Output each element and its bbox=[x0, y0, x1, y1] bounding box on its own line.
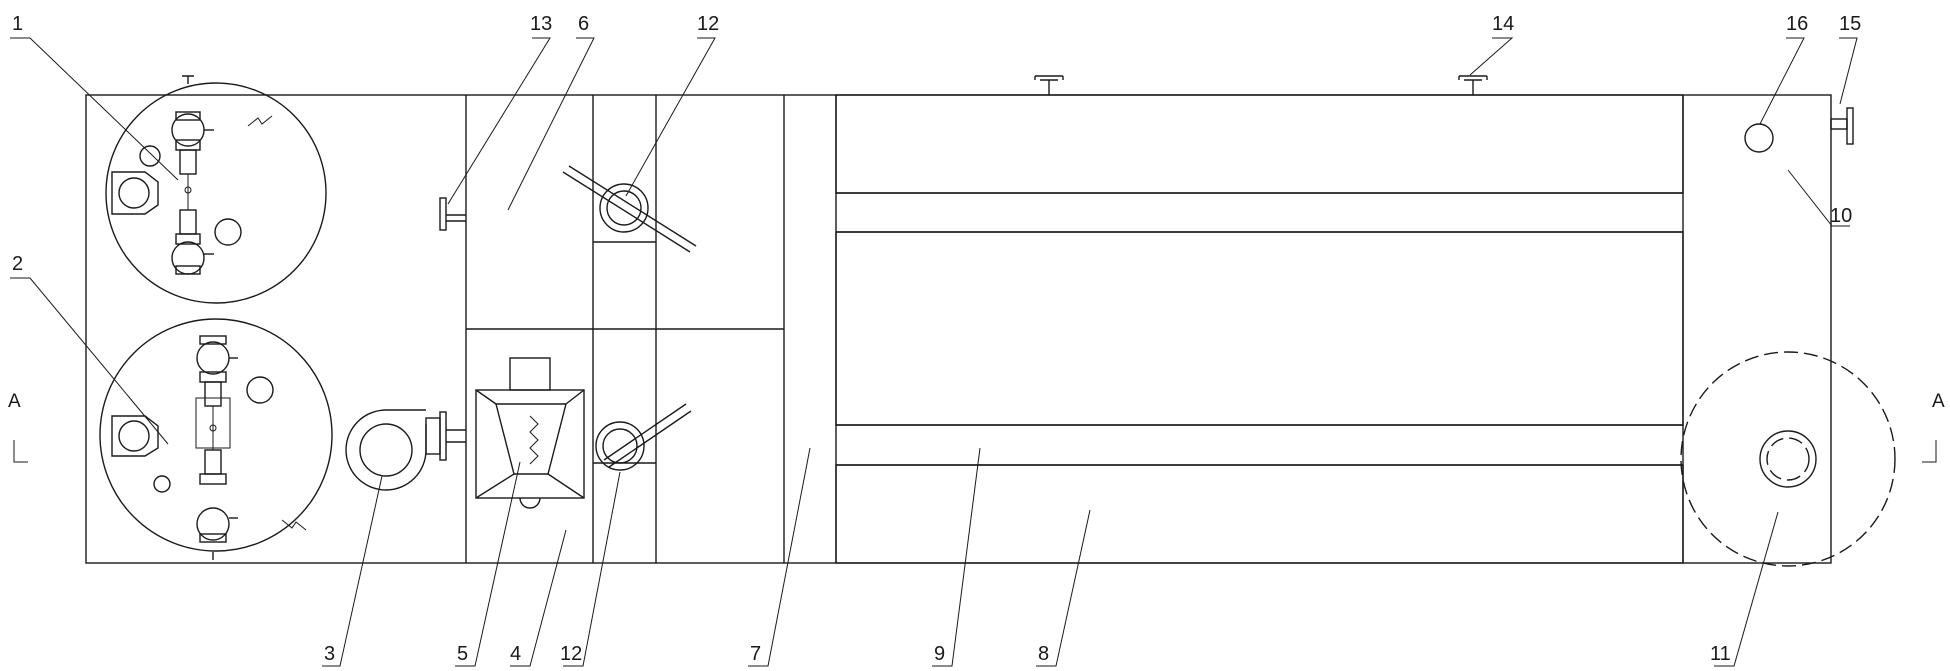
callout-label: 9 bbox=[934, 643, 945, 665]
callout-label: 15 bbox=[1839, 13, 1861, 35]
callout-label: 6 bbox=[578, 13, 589, 35]
pump-well-upper bbox=[105, 75, 327, 304]
callout-label: 11 bbox=[1710, 643, 1731, 665]
pump-well-lower bbox=[99, 318, 333, 560]
callout-label: 16 bbox=[1786, 13, 1808, 35]
callout-label: 13 bbox=[530, 13, 552, 35]
section-mark-right: A bbox=[1922, 391, 1945, 463]
inlet-flange bbox=[439, 197, 466, 231]
callout-label: 5 bbox=[457, 643, 468, 665]
outlet-flange bbox=[1830, 107, 1854, 145]
section-label: A bbox=[8, 391, 21, 412]
section-label: A bbox=[1932, 391, 1945, 412]
main-tank-outline bbox=[85, 94, 1832, 564]
aerator-upper bbox=[562, 165, 697, 253]
callout-label: 2 bbox=[12, 253, 23, 275]
callout-label: 7 bbox=[750, 643, 761, 665]
leader-lines bbox=[10, 37, 1858, 667]
dosing-hopper bbox=[475, 357, 585, 509]
pipe-elbow bbox=[345, 409, 466, 491]
callout-label: 3 bbox=[324, 643, 335, 665]
dashed-circular-tank bbox=[1680, 351, 1896, 567]
callout-label: 1 bbox=[12, 13, 23, 35]
callout-label: 10 bbox=[1830, 205, 1852, 227]
aerator-lower bbox=[595, 403, 692, 471]
callout-label: 4 bbox=[510, 643, 521, 665]
port-circle bbox=[1744, 123, 1774, 153]
top-nozzles bbox=[1034, 75, 1488, 95]
callout-label: 12 bbox=[560, 643, 582, 665]
callout-label: 12 bbox=[697, 13, 719, 35]
media-packing-blocks bbox=[835, 94, 1684, 564]
section-mark-left: A bbox=[8, 391, 28, 463]
callout-label: 8 bbox=[1038, 643, 1049, 665]
callout-labels: 1 2 3 4 5 6 7 8 9 10 11 12 12 13 14 15 1… bbox=[12, 13, 1861, 665]
callout-label: 14 bbox=[1492, 13, 1514, 35]
